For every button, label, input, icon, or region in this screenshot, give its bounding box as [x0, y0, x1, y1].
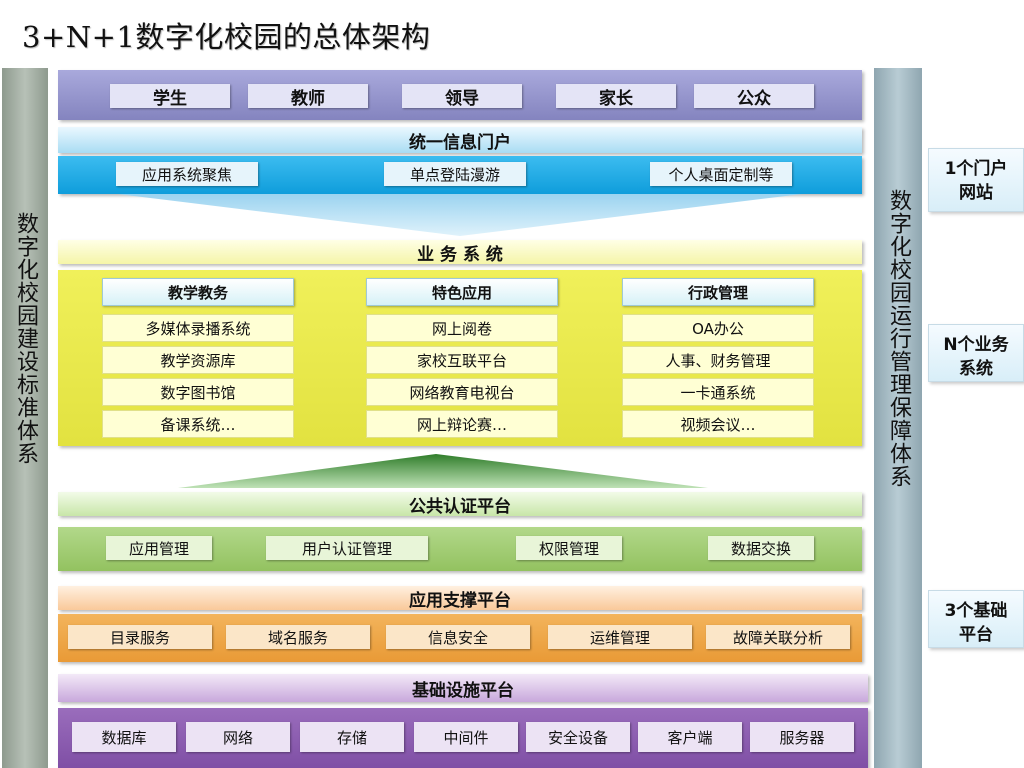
auth-band: 应用管理 用户认证管理 权限管理 数据交换: [58, 527, 862, 571]
support-item-label: 故障关联分析: [732, 628, 823, 647]
business-column-teaching: 教学教务 多媒体录播系统 教学资源库 数字图书馆 备课系统…: [102, 278, 294, 438]
user-chip-parent: 家长: [556, 84, 676, 109]
business-item: 视频会议…: [622, 410, 814, 438]
auth-item-label: 用户认证管理: [301, 539, 392, 558]
auth-item-label: 应用管理: [128, 539, 189, 558]
infra-item-label: 安全设备: [547, 728, 608, 747]
auth-item-label: 权限管理: [538, 539, 599, 558]
business-column-header: 教学教务: [102, 278, 294, 306]
support-item: 运维管理: [548, 625, 692, 649]
left-column-label: 数字化校园建设标准体系: [13, 211, 38, 465]
business-column-header: 特色应用: [366, 278, 558, 306]
user-label: 学生: [153, 88, 187, 109]
infra-title: 基础设施平台: [412, 680, 514, 701]
infra-item-label: 数据库: [101, 728, 147, 747]
auth-title: 公共认证平台: [409, 496, 511, 517]
support-header: 应用支撑平台: [58, 586, 862, 611]
infra-item-label: 中间件: [443, 728, 489, 747]
infra-item-label: 服务器: [779, 728, 825, 747]
support-item: 域名服务: [226, 625, 370, 649]
business-item: 人事、财务管理: [622, 346, 814, 374]
users-band: 学生 教师 领导 家长 公众: [58, 70, 862, 120]
portal-funnel-shape: [118, 194, 802, 236]
user-label: 家长: [599, 88, 633, 109]
side-label-platforms: 3个基础平台: [928, 590, 1024, 648]
business-item: 网络教育电视台: [366, 378, 558, 406]
business-item: 网上辩论赛…: [366, 410, 558, 438]
auth-item: 用户认证管理: [266, 536, 428, 560]
portal-item: 应用系统聚焦: [116, 162, 258, 186]
business-title: 业 务 系 统: [417, 244, 503, 265]
auth-arrow-shape: [178, 454, 708, 488]
user-chip-student: 学生: [110, 84, 230, 109]
auth-item-label: 数据交换: [730, 539, 791, 558]
support-band: 目录服务 域名服务 信息安全 运维管理 故障关联分析: [58, 614, 862, 662]
infra-item-label: 客户端: [667, 728, 713, 747]
portal-item-label: 个人桌面定制等: [668, 165, 774, 184]
user-chip-teacher: 教师: [248, 84, 368, 109]
user-label: 公众: [737, 88, 771, 109]
support-item: 故障关联分析: [706, 625, 850, 649]
left-standard-column: 数字化校园建设标准体系: [2, 68, 48, 768]
portal-header: 统一信息门户: [58, 127, 862, 153]
side-label-platforms-text: 3个基础平台: [944, 601, 1008, 645]
support-item: 目录服务: [68, 625, 212, 649]
auth-item: 数据交换: [708, 536, 814, 560]
business-item: 一卡通系统: [622, 378, 814, 406]
business-item: 网上阅卷: [366, 314, 558, 342]
user-label: 教师: [291, 88, 325, 109]
support-item: 信息安全: [386, 625, 530, 649]
infra-header: 基础设施平台: [58, 674, 868, 702]
auth-item: 权限管理: [516, 536, 622, 560]
business-item: 多媒体录播系统: [102, 314, 294, 342]
infra-item: 安全设备: [526, 722, 630, 752]
support-item-label: 目录服务: [109, 628, 170, 647]
side-label-business-text: N个业务系统: [943, 335, 1009, 379]
user-chip-public: 公众: [694, 84, 814, 109]
business-header: 业 务 系 统: [58, 240, 862, 265]
business-item: 数字图书馆: [102, 378, 294, 406]
infra-item-label: 网络: [222, 728, 253, 747]
support-item-label: 运维管理: [589, 628, 650, 647]
portal-title: 统一信息门户: [409, 132, 511, 153]
side-label-portal: 1个门户网站: [928, 148, 1024, 212]
portal-item: 个人桌面定制等: [650, 162, 792, 186]
infra-item: 数据库: [72, 722, 176, 752]
auth-item: 应用管理: [106, 536, 212, 560]
business-item: 教学资源库: [102, 346, 294, 374]
support-item-label: 信息安全: [427, 628, 488, 647]
auth-header: 公共认证平台: [58, 492, 862, 517]
business-column-featured: 特色应用 网上阅卷 家校互联平台 网络教育电视台 网上辩论赛…: [366, 278, 558, 438]
infra-band: 数据库 网络 存储 中间件 安全设备 客户端 服务器: [58, 708, 868, 768]
page-title: 3+N+1数字化校园的总体架构: [22, 20, 431, 54]
user-label: 领导: [445, 88, 479, 109]
user-chip-leader: 领导: [402, 84, 522, 109]
business-item: 备课系统…: [102, 410, 294, 438]
portal-band: 应用系统聚焦 单点登陆漫游 个人桌面定制等: [58, 156, 862, 194]
infra-item: 客户端: [638, 722, 742, 752]
business-column-header: 行政管理: [622, 278, 814, 306]
infra-item: 存储: [300, 722, 404, 752]
business-column-admin: 行政管理 OA办公 人事、财务管理 一卡通系统 视频会议…: [622, 278, 814, 438]
side-label-business: N个业务系统: [928, 324, 1024, 382]
infra-item: 中间件: [414, 722, 518, 752]
infra-item-label: 存储: [336, 728, 367, 747]
infra-item: 服务器: [750, 722, 854, 752]
right-management-column: 数字化校园运行管理保障体系: [874, 68, 922, 768]
business-item: 家校互联平台: [366, 346, 558, 374]
support-item-label: 域名服务: [267, 628, 328, 647]
portal-item-label: 单点登陆漫游: [409, 165, 500, 184]
business-item: OA办公: [622, 314, 814, 342]
infra-item: 网络: [186, 722, 290, 752]
business-band: 教学教务 多媒体录播系统 教学资源库 数字图书馆 备课系统… 特色应用 网上阅卷…: [58, 270, 862, 446]
side-label-portal-text: 1个门户网站: [944, 159, 1008, 203]
support-title: 应用支撑平台: [409, 590, 511, 611]
portal-item: 单点登陆漫游: [384, 162, 526, 186]
right-column-label: 数字化校园运行管理保障体系: [886, 188, 911, 488]
portal-item-label: 应用系统聚焦: [141, 165, 232, 184]
